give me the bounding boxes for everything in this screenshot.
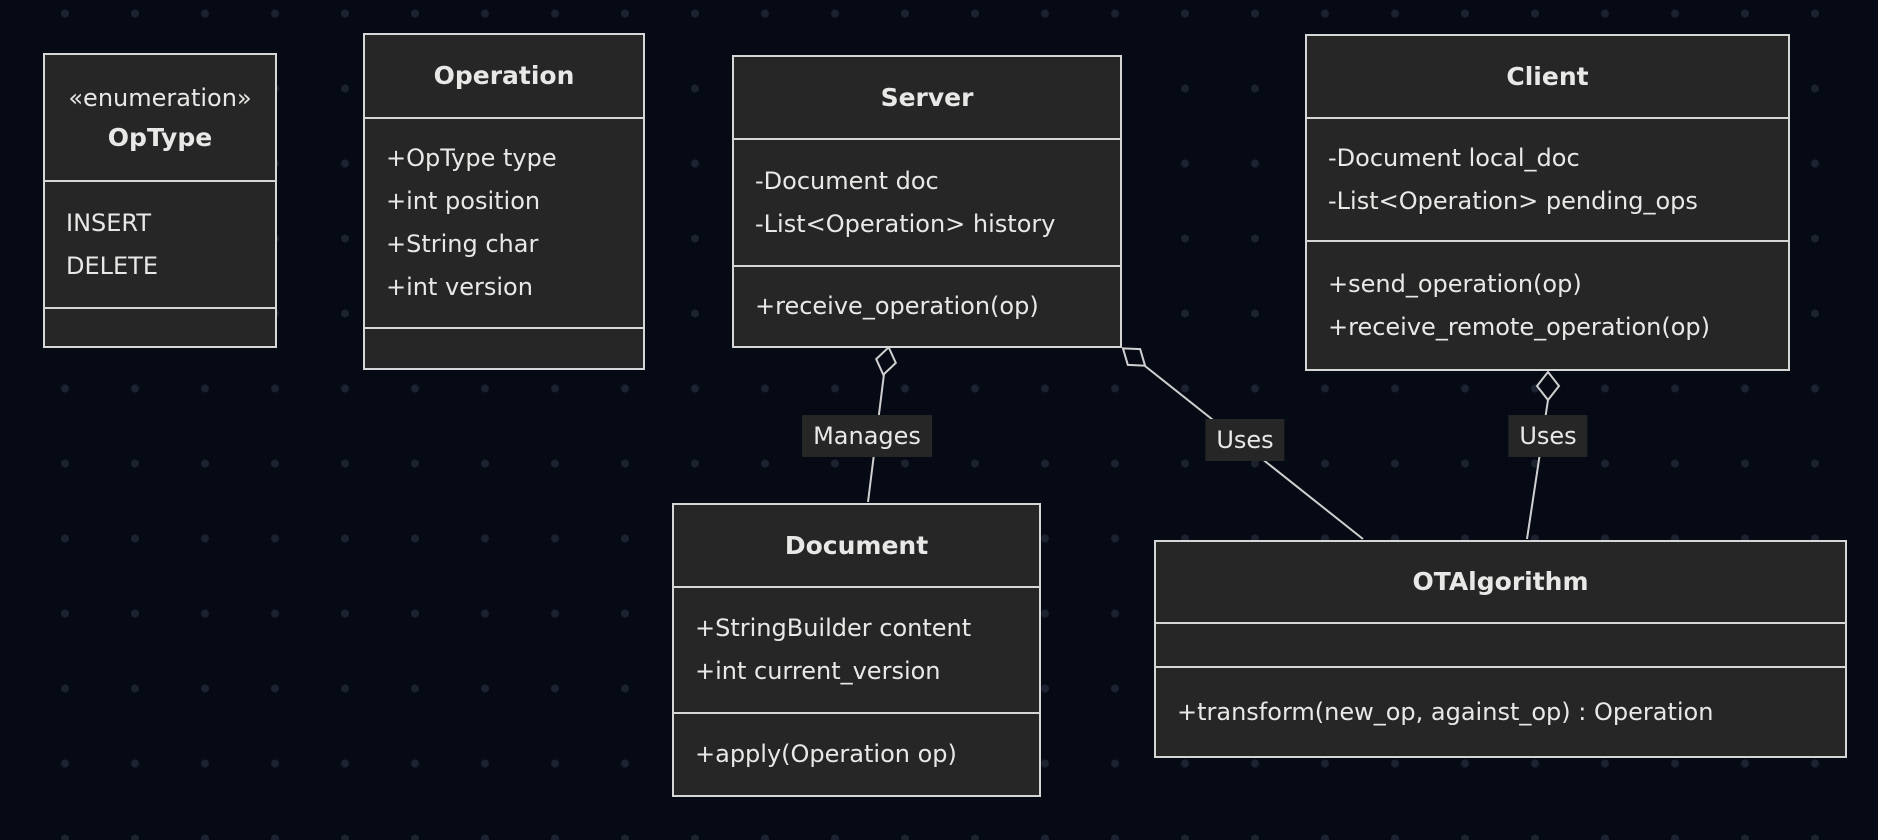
attribute: +OpType type: [386, 144, 557, 172]
class-name: Operation: [433, 61, 575, 90]
attribute: -Document doc: [755, 166, 939, 195]
class-stereotype: «enumeration»: [68, 83, 252, 112]
attribute: +int version: [386, 273, 533, 301]
aggregation-diamond-icon: [1535, 370, 1561, 402]
attribute: -List<Operation> pending_ops: [1328, 186, 1698, 215]
class-node-otalgorithm[interactable]: OTAlgorithm +transform(new_op, against_o…: [1154, 540, 1847, 758]
class-header-optype: «enumeration» OpType: [45, 55, 275, 180]
class-node-operation[interactable]: Operation +OpType type +int position +St…: [363, 33, 645, 370]
class-methods-client: +send_operation(op) +receive_remote_oper…: [1307, 240, 1788, 369]
class-node-server[interactable]: Server -Document doc -List<Operation> hi…: [732, 55, 1122, 348]
class-name: Server: [880, 82, 974, 112]
class-name: OTAlgorithm: [1412, 567, 1589, 596]
class-name: Document: [784, 530, 929, 560]
method: +receive_remote_operation(op): [1328, 312, 1711, 341]
class-header-server: Server: [734, 57, 1120, 138]
class-node-document[interactable]: Document +StringBuilder content +int cur…: [672, 503, 1041, 797]
class-header-document: Document: [674, 505, 1039, 586]
class-methods-otalgorithm: +transform(new_op, against_op) : Operati…: [1156, 666, 1845, 756]
edge-label-uses-server: Uses: [1205, 419, 1285, 461]
class-header-operation: Operation: [365, 35, 643, 117]
class-methods-operation: [365, 327, 643, 368]
method: +receive_operation(op): [755, 292, 1039, 320]
class-attributes-client: -Document local_doc -List<Operation> pen…: [1307, 117, 1788, 240]
class-attributes-otalgorithm: [1156, 622, 1845, 666]
attribute: +String char: [386, 230, 539, 258]
class-attributes-document: +StringBuilder content +int current_vers…: [674, 586, 1039, 712]
attribute: +int position: [386, 187, 541, 215]
enum-value: DELETE: [66, 251, 159, 280]
attribute: +StringBuilder content: [695, 614, 972, 642]
class-node-optype[interactable]: «enumeration» OpType INSERT DELETE: [43, 53, 277, 348]
class-header-client: Client: [1307, 36, 1788, 117]
class-methods-document: +apply(Operation op): [674, 712, 1039, 795]
class-attributes-operation: +OpType type +int position +String char …: [365, 117, 643, 327]
class-attributes-server: -Document doc -List<Operation> history: [734, 138, 1120, 265]
edge-label-manages: Manages: [802, 415, 932, 457]
class-methods-server: +receive_operation(op): [734, 265, 1120, 346]
aggregation-diamond-icon: [874, 345, 898, 377]
enum-value: INSERT: [66, 208, 152, 237]
method: +send_operation(op): [1328, 269, 1582, 298]
class-header-otalgorithm: OTAlgorithm: [1156, 542, 1845, 622]
attribute: -Document local_doc: [1328, 143, 1580, 172]
attribute: +int current_version: [695, 657, 941, 685]
attribute: -List<Operation> history: [755, 209, 1056, 238]
edge-label-uses-client: Uses: [1508, 415, 1588, 457]
class-name: OpType: [107, 122, 213, 152]
class-attributes-optype: INSERT DELETE: [45, 180, 275, 307]
class-name: Client: [1506, 61, 1589, 91]
class-methods-optype: [45, 307, 275, 346]
method: +transform(new_op, against_op) : Operati…: [1177, 697, 1714, 726]
class-node-client[interactable]: Client -Document local_doc -List<Operati…: [1305, 34, 1790, 371]
method: +apply(Operation op): [695, 740, 957, 768]
